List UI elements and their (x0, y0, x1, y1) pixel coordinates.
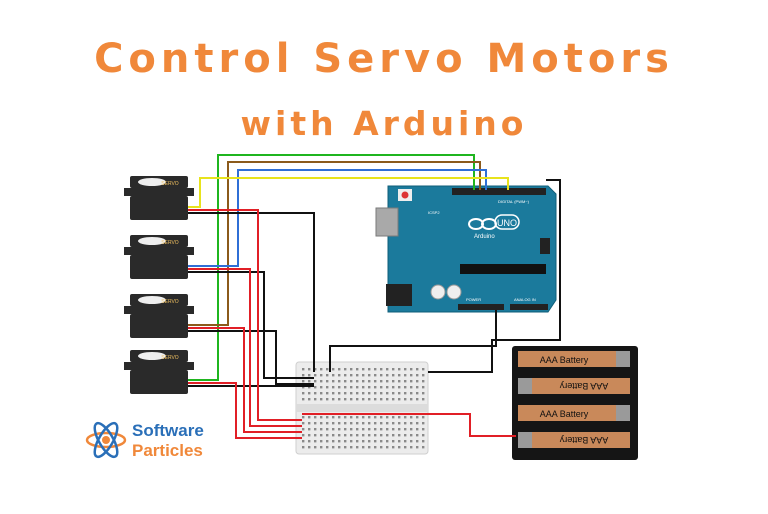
logo-line-1: Software (132, 421, 204, 440)
wire-red (188, 209, 302, 421)
wire-red (188, 327, 302, 433)
arduino-header-label: DIGITAL (PWM~) (498, 199, 530, 204)
battery-cell: AAA Battery (518, 405, 630, 421)
usb-port (375, 207, 399, 237)
title-line-2: with Arduino (240, 104, 528, 143)
servo-label: SERVO (161, 181, 179, 187)
wire-black (188, 271, 314, 379)
battery-pack: AAA Battery AAA Battery AAA Battery AAA … (512, 346, 638, 460)
battery-label: AAA Battery (559, 381, 608, 391)
wire-yellow (188, 177, 509, 208)
arduino-brand-label: Arduino (474, 234, 495, 240)
wire-black (329, 310, 497, 372)
arduino-model-label: UNO (497, 218, 517, 228)
arduino-power-label: POWER (466, 297, 481, 302)
battery-label: AAA Battery (540, 355, 589, 365)
microcontroller-chip (460, 264, 546, 274)
battery-label: AAA Battery (559, 435, 608, 445)
arduino-icsp-label: ICSP2 (428, 210, 440, 215)
atom-icon (85, 421, 127, 459)
wire-red (188, 382, 302, 439)
servo-motor: SERVO (124, 235, 194, 279)
wire-black (188, 212, 315, 372)
wire-blue (188, 169, 487, 267)
arduino-board: UNO Arduino DIGITAL (PWM~) POWER ANALOG … (375, 185, 557, 313)
battery-cell: AAA Battery (518, 378, 630, 394)
servo-label: SERVO (161, 355, 179, 361)
wires (188, 154, 561, 439)
battery-cell: AAA Battery (518, 432, 630, 448)
breadboard (295, 361, 429, 455)
servo-motor: SERVO (124, 294, 194, 338)
servo-label: SERVO (161, 299, 179, 305)
battery-cell: AAA Battery (518, 351, 630, 367)
servo-label: SERVO (161, 240, 179, 246)
wire-black (188, 330, 314, 385)
breadboard-holes (302, 368, 425, 449)
power-jack (386, 284, 412, 306)
logo-line-2: Particles (132, 441, 203, 460)
wire-green (188, 154, 475, 381)
arduino-analog-label: ANALOG IN (514, 297, 536, 302)
software-particles-logo: Software Particles (85, 421, 204, 460)
servo-motor: SERVO (124, 350, 194, 394)
title-line-1: Control Servo Motors (94, 36, 674, 82)
servo-motor: SERVO (124, 176, 194, 220)
battery-label: AAA Battery (540, 409, 589, 419)
wire-red (188, 268, 302, 427)
wire-red (302, 413, 516, 437)
wire-black (428, 179, 561, 373)
wire-brown (188, 161, 481, 326)
